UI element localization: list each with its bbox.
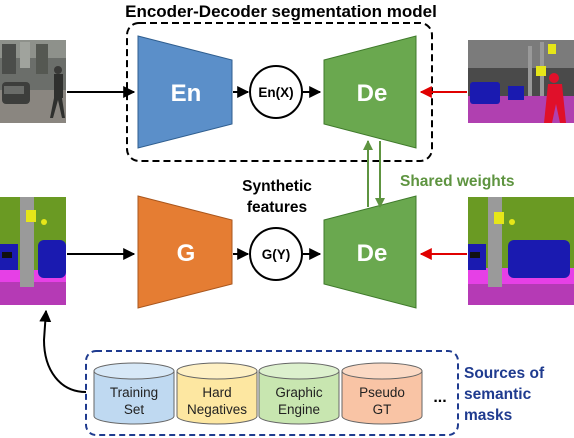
encoder-label: En <box>171 80 202 107</box>
sources-label-line3: masks <box>464 407 512 424</box>
arrow-sources-to-mask <box>39 309 87 393</box>
source-label-line1: Training <box>110 385 158 400</box>
generator-feature-label: G(Y) <box>262 247 291 262</box>
generator-feature-node <box>249 227 303 281</box>
decoder-block-bottom <box>323 195 417 309</box>
source-cylinder-graphic-engine: Graphic Engine <box>258 362 340 425</box>
source-label-line2: Set <box>124 402 145 417</box>
source-label-line2: Negatives <box>187 402 247 417</box>
source-cylinder-training-set: Training Set <box>93 362 175 425</box>
decoder-label-top: De <box>357 80 388 107</box>
encoder-block <box>137 35 233 149</box>
street-photo <box>0 40 66 123</box>
generator-label: G <box>177 240 196 267</box>
sources-label-line1: Sources of <box>464 365 545 382</box>
shared-weights-label: Shared weights <box>400 173 515 190</box>
sources-box <box>85 350 459 436</box>
semantic-mask-top <box>468 40 574 123</box>
synthetic-features-line2: features <box>247 199 307 216</box>
source-label-line1: Pseudo <box>359 385 405 400</box>
decoder-label-bottom: De <box>357 240 388 267</box>
semantic-mask-right <box>468 197 574 305</box>
semantic-mask-left <box>0 197 66 305</box>
source-cylinder-hard-negatives: Hard Negatives <box>176 362 258 425</box>
source-label-line1: Hard <box>202 385 231 400</box>
source-cylinder-pseudo-gt: Pseudo GT <box>341 362 423 425</box>
synthetic-features-line1: Synthetic <box>242 178 312 195</box>
sources-label-line2: semantic <box>464 386 532 403</box>
encoder-feature-node <box>249 65 303 119</box>
source-label-line2: Engine <box>278 402 320 417</box>
source-label-line2: GT <box>373 402 392 417</box>
sources-ellipsis: ... <box>433 389 446 406</box>
source-label-line1: Graphic <box>275 385 323 400</box>
encoder-feature-label: En(X) <box>258 85 293 100</box>
decoder-block-top <box>323 35 417 149</box>
model-title: Encoder-Decoder segmentation model <box>125 2 437 21</box>
generator-block <box>137 195 233 309</box>
